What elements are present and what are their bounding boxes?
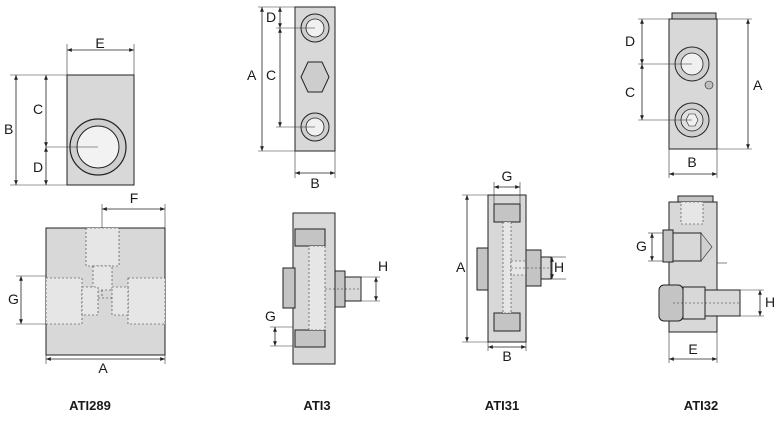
ati289-dim-g: G bbox=[8, 291, 19, 307]
ati289-dim-e: E bbox=[95, 35, 104, 51]
ati32-dim-d: D bbox=[625, 33, 635, 49]
ati32-top-view bbox=[638, 12, 752, 178]
ati32-side-view bbox=[648, 195, 764, 363]
ati32-drawing: D C A B bbox=[625, 12, 775, 363]
ati32-dim-e: E bbox=[688, 341, 697, 357]
ati3-dim-a: A bbox=[247, 67, 257, 83]
ati289-top-view bbox=[10, 44, 135, 186]
ati3-top-view bbox=[258, 6, 336, 178]
ati31-caption: ATI31 bbox=[485, 398, 519, 413]
ati32-caption: ATI32 bbox=[684, 398, 718, 413]
ati289-dim-c: C bbox=[33, 101, 43, 117]
ati3-caption: ATI3 bbox=[303, 398, 330, 413]
ati3-dim-d: D bbox=[266, 9, 276, 25]
ati289-section-view bbox=[16, 204, 166, 364]
ati32-dim-a: A bbox=[753, 77, 763, 93]
ati289-dim-d: D bbox=[33, 159, 43, 175]
ati3-side-view bbox=[270, 212, 380, 365]
ati289-dim-f: F bbox=[130, 190, 139, 206]
ati32-dim-b: B bbox=[687, 154, 696, 170]
ati289-dim-a: A bbox=[98, 360, 108, 376]
ati3-dim-h: H bbox=[378, 258, 388, 274]
ati289-drawing: E B C D F G A bbox=[4, 35, 166, 376]
ati32-dim-h: H bbox=[765, 294, 775, 310]
ati32-dim-c: C bbox=[625, 84, 635, 100]
ati31-dim-h: H bbox=[554, 259, 564, 275]
ati31-drawing bbox=[462, 182, 566, 351]
ati3-dim-c: C bbox=[266, 67, 276, 83]
ati32-dim-g: G bbox=[636, 238, 647, 254]
ati31-dim-a: A bbox=[456, 259, 466, 275]
ati3-dim-b: B bbox=[310, 175, 319, 191]
ati3-drawing: D A C B H G bbox=[247, 6, 388, 365]
ati31-dim-g: G bbox=[502, 168, 513, 184]
ati31-dim-b: B bbox=[502, 348, 511, 364]
ati289-caption: ATI289 bbox=[69, 398, 111, 413]
ati289-dim-b: B bbox=[4, 121, 13, 137]
ati3-dim-g: G bbox=[265, 308, 276, 324]
